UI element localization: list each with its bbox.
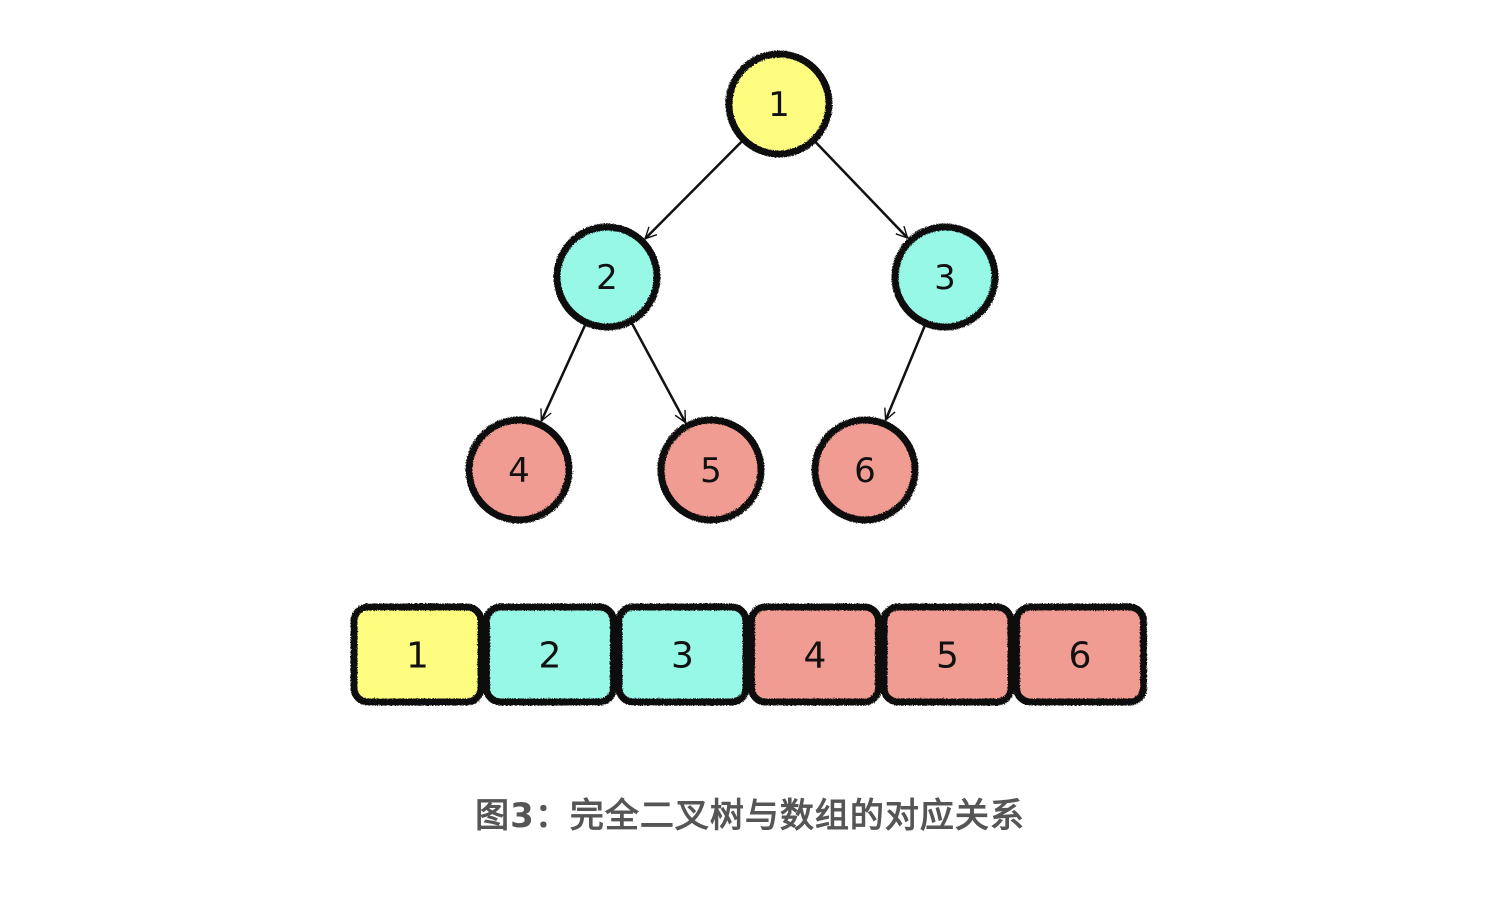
tree-node-4: 4 <box>465 416 573 524</box>
cell-label: 2 <box>539 636 562 677</box>
node-circle <box>553 223 661 331</box>
node-circle <box>891 223 999 331</box>
array-cells: 1 2 3 4 5 6 <box>350 603 1147 706</box>
node-circle <box>657 416 765 524</box>
cell-label: 6 <box>1069 636 1092 677</box>
array-cell-3: 3 <box>615 603 750 706</box>
cell-box <box>1013 603 1147 706</box>
tree-edges <box>541 139 927 423</box>
node-label: 3 <box>934 258 956 298</box>
edge-2-5 <box>630 322 687 423</box>
array-cell-2: 2 <box>483 603 617 706</box>
array-cell-5: 5 <box>880 603 1015 706</box>
node-label: 4 <box>508 451 530 491</box>
node-circle <box>725 50 833 158</box>
node-label: 2 <box>596 258 618 298</box>
node-label: 6 <box>854 451 876 491</box>
cell-label: 4 <box>804 636 827 677</box>
cell-box <box>483 603 617 706</box>
array-cell-6: 6 <box>1013 603 1147 706</box>
edge-2-4 <box>541 323 587 421</box>
tree-node-2: 2 <box>553 223 661 331</box>
edge-1-3 <box>814 140 908 239</box>
cell-label: 1 <box>406 636 429 677</box>
tree-nodes: 1 2 3 4 5 6 <box>465 50 999 524</box>
edge-1-2 <box>645 139 744 239</box>
cell-box <box>748 603 882 706</box>
cell-label: 5 <box>936 636 959 677</box>
node-label: 1 <box>768 85 790 125</box>
tree-node-3: 3 <box>891 223 999 331</box>
cell-box <box>615 603 750 706</box>
cell-box <box>350 603 485 706</box>
array-cell-1: 1 <box>350 603 485 706</box>
figure-caption: 图3：完全二叉树与数组的对应关系 <box>475 796 1025 836</box>
cell-box <box>880 603 1015 706</box>
node-label: 5 <box>700 451 722 491</box>
node-circle <box>465 416 573 524</box>
array-cell-4: 4 <box>748 603 882 706</box>
edge-3-6 <box>886 324 927 420</box>
tree-node-6: 6 <box>811 416 919 524</box>
tree-node-5: 5 <box>657 416 765 524</box>
node-circle <box>811 416 919 524</box>
cell-label: 3 <box>671 636 694 677</box>
tree-node-1: 1 <box>725 50 833 158</box>
